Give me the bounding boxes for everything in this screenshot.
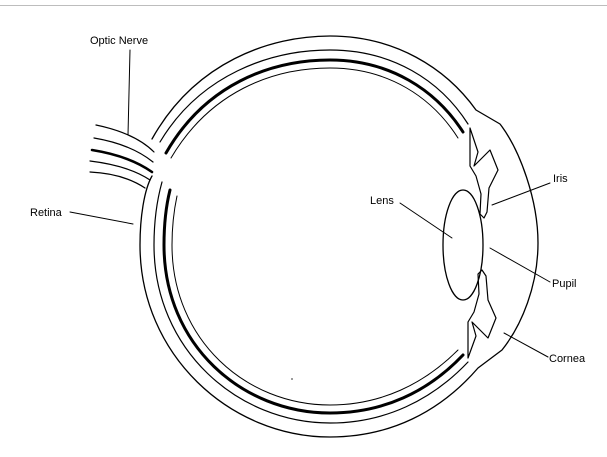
- retina-inner: [171, 68, 458, 405]
- label-cornea: Cornea: [549, 353, 586, 365]
- optic-nerve-leader: [128, 50, 130, 135]
- sclera-inner: [154, 50, 468, 423]
- label-lens: Lens: [370, 195, 394, 207]
- optic-nerve-fibers: [90, 125, 154, 188]
- speck: [291, 378, 293, 380]
- lens-leader: [400, 203, 452, 238]
- lower-iris: [468, 270, 496, 358]
- pupil-leader: [490, 248, 550, 282]
- cornea-leader: [504, 333, 548, 357]
- lens: [443, 190, 483, 300]
- retina-layer: [164, 60, 463, 413]
- sclera-outer: [140, 36, 538, 437]
- label-retina: Retina: [30, 207, 63, 219]
- label-pupil: Pupil: [552, 278, 576, 290]
- label-optic-nerve: Optic Nerve: [90, 35, 148, 47]
- iris-leader: [492, 183, 550, 205]
- retina-leader: [70, 212, 133, 224]
- label-iris: Iris: [553, 173, 568, 185]
